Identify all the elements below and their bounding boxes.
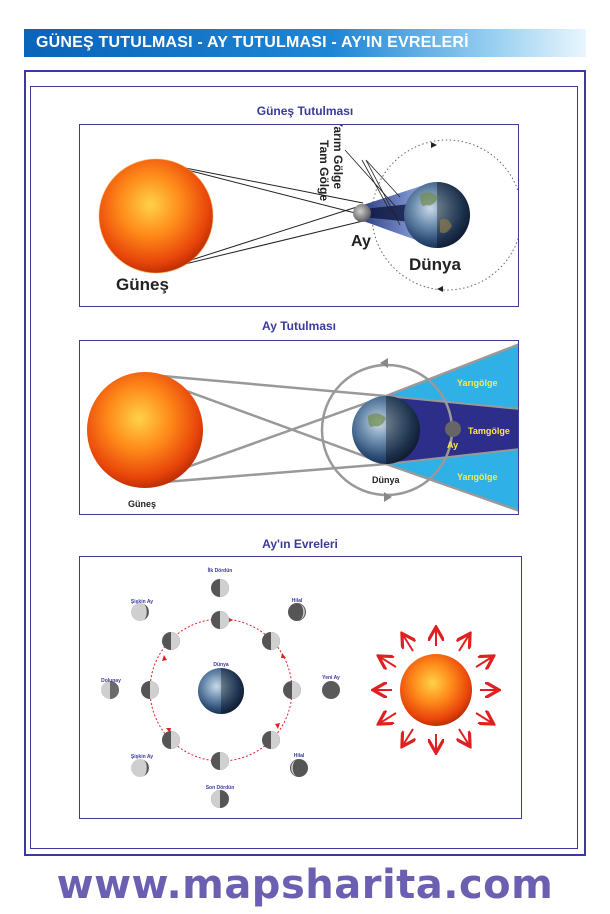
moon-phases-diagram: Dünya İlk Dördün Hilal Yeni	[101, 567, 522, 808]
lunar-eclipse-diagram: Güneş Dünya Ay Yarıgölge Tamgölge Yarıgö…	[87, 343, 518, 512]
radiation-arrows	[375, 629, 497, 751]
moon-icon	[353, 204, 371, 222]
waning-gibbous-moon-icon	[131, 759, 149, 777]
orbit-arrow-icon	[431, 142, 437, 148]
solar-eclipse-title: Güneş Tutulması	[256, 104, 354, 118]
outer-frame	[24, 70, 586, 856]
last-quarter-label: Son Dördün	[206, 785, 235, 791]
full-moon-label: Dolunay	[101, 678, 121, 684]
full-moon-icon	[101, 681, 119, 699]
first-quarter-label: İlk Dördün	[208, 567, 233, 574]
last-quarter-moon-icon	[211, 790, 229, 808]
orbit-arrow-icon	[437, 286, 443, 292]
ray-line	[159, 162, 364, 204]
lunar-eclipse-title: Ay Tutulması	[261, 319, 336, 333]
sun-label: Güneş	[128, 499, 156, 509]
earth-label: Dünya	[372, 475, 401, 485]
solar-eclipse-diagram: Güneş Ay Dünya Yarım Gölge Tam Gölge	[98, 125, 518, 294]
lunar-eclipse-panel: Güneş Dünya Ay Yarıgölge Tamgölge Yarıgö…	[79, 340, 519, 515]
waning-crescent-moon-icon	[290, 759, 308, 777]
penumbra-bottom-label: Yarıgölge	[457, 472, 498, 482]
ray-line	[159, 220, 364, 271]
waning-gibbous-label: Şişkin Ay	[131, 754, 153, 760]
sun-icon	[400, 654, 472, 726]
waning-crescent-label: Hilal	[294, 753, 305, 759]
penumbra-top-label: Yarıgölge	[457, 378, 498, 388]
moon-phases-panel: Dünya İlk Dördün Hilal Yeni	[79, 556, 522, 819]
orbit-arrow-icon	[380, 358, 388, 368]
moon-phases-title: Ay'ın Evreleri	[262, 537, 338, 551]
new-moon-icon	[322, 681, 340, 699]
waxing-gibbous-label: Şişkin Ay	[131, 599, 153, 605]
footer-website[interactable]: www.mapsharita.com	[56, 862, 554, 908]
new-moon-label: Yeni Ay	[322, 675, 340, 681]
moon-icon	[445, 421, 461, 437]
ray-line	[139, 372, 387, 398]
earth-label: Dünya	[409, 255, 462, 274]
outer-moons	[101, 579, 340, 808]
sun-icon	[87, 372, 203, 488]
penumbra-label: Yarım Gölge	[331, 125, 345, 189]
waxing-crescent-label: Hilal	[292, 598, 303, 604]
sun-icon	[99, 159, 213, 273]
waxing-gibbous-moon-icon	[131, 603, 149, 621]
inner-frame	[30, 86, 578, 849]
moon-orbit	[371, 139, 518, 291]
waxing-crescent-moon-icon	[288, 603, 306, 621]
solar-eclipse-panel: Güneş Ay Dünya Yarım Gölge Tam Gölge	[79, 124, 519, 307]
ray-line	[139, 462, 387, 486]
umbra-label: Tam Gölge	[317, 140, 331, 201]
ray-line	[159, 162, 364, 216]
earth-icon	[198, 668, 244, 714]
inner-moons	[141, 611, 301, 770]
moon-label: Ay	[351, 233, 371, 250]
sun-label: Güneş	[116, 275, 169, 294]
header-title: GÜNEŞ TUTULMASI - AY TUTULMASI - AY'IN E…	[36, 34, 469, 51]
moon-label: Ay	[447, 440, 458, 450]
earth-icon	[352, 396, 420, 464]
earth-label: Dünya	[213, 662, 229, 668]
header-banner: GÜNEŞ TUTULMASI - AY TUTULMASI - AY'IN E…	[24, 29, 586, 57]
first-quarter-moon-icon	[211, 579, 229, 597]
umbra-label: Tamgölge	[468, 426, 510, 436]
orbit-arrow-icon	[384, 492, 392, 502]
